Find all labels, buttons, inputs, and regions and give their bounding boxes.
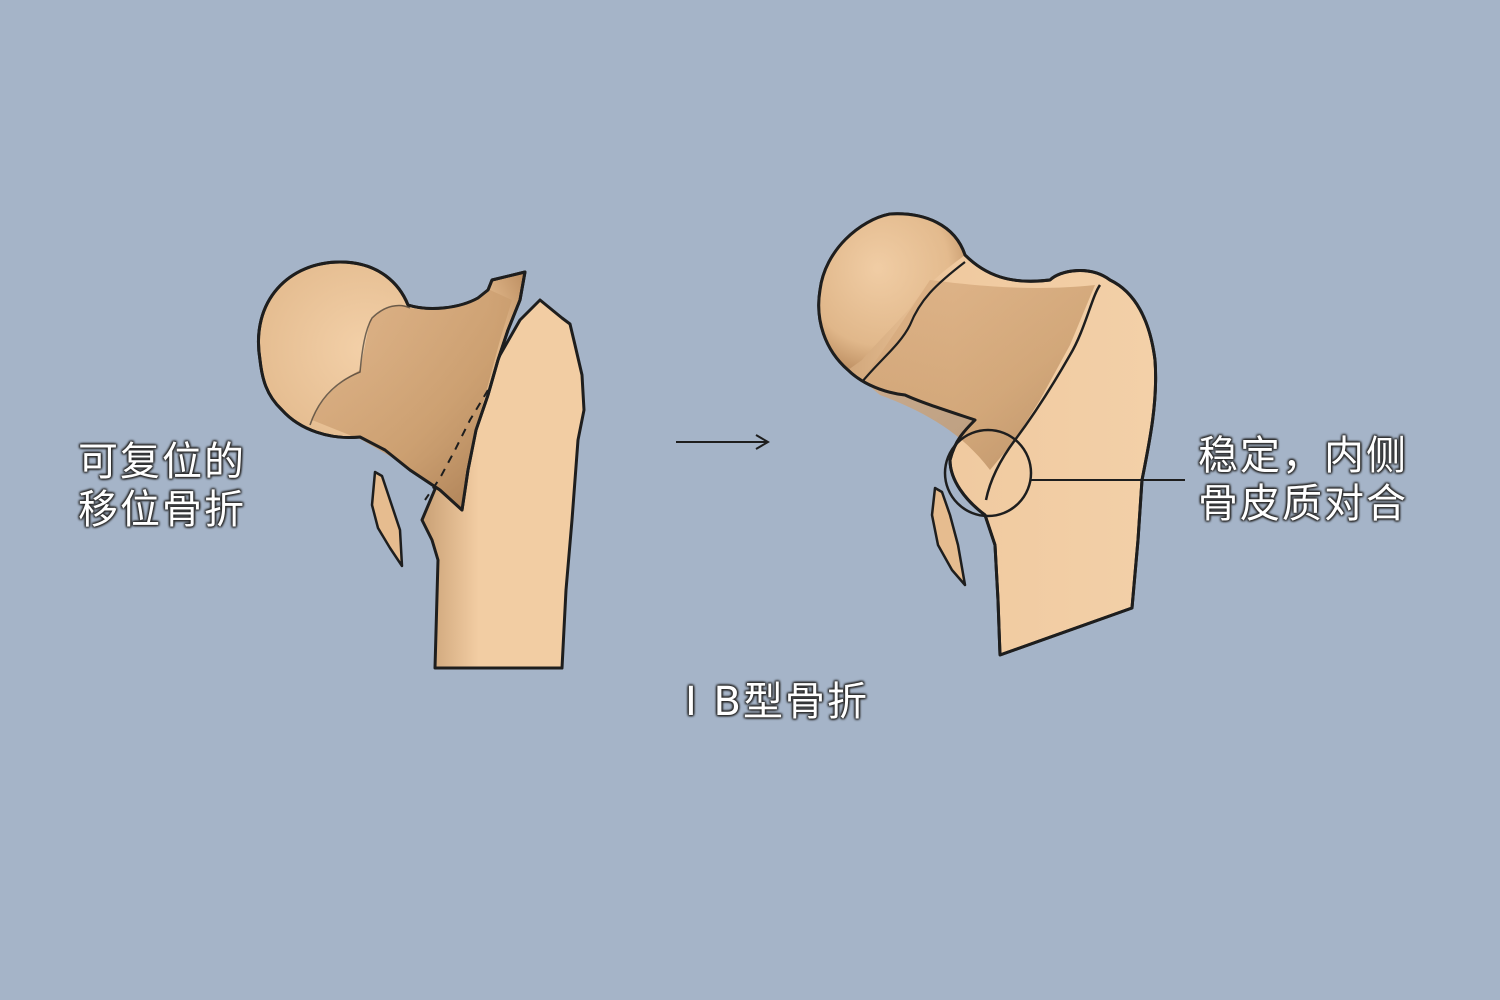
- left-label-line2: 移位骨折: [78, 487, 246, 533]
- right-label-line1: 稳定，内侧: [1198, 433, 1408, 479]
- left-head-neck-line: [309, 304, 411, 426]
- left-neck-shading: [312, 290, 512, 508]
- transition-arrow: [676, 434, 770, 450]
- left-femur: [257, 260, 586, 670]
- right-bone-chip: [930, 486, 967, 587]
- right-head-neck-line: [861, 261, 966, 383]
- diagram-caption: I B型骨折: [685, 679, 869, 725]
- left-shaft-fragment: [420, 298, 586, 670]
- right-head-shading: [818, 213, 965, 370]
- left-dashed-fracture-line: [424, 389, 489, 501]
- medial-cortex-circle: [943, 428, 1033, 518]
- right-fracture-line: [984, 284, 1102, 501]
- right-label: 稳定，内侧 骨皮质对合: [1198, 432, 1408, 528]
- left-label: 可复位的 移位骨折: [78, 438, 246, 534]
- right-femur-outline: [817, 212, 1158, 657]
- right-femur: [817, 212, 1185, 657]
- right-label-line2: 骨皮质对合: [1198, 481, 1408, 527]
- left-bone-chip: [370, 470, 404, 568]
- left-label-line1: 可复位的: [78, 439, 246, 485]
- left-head-outline: [257, 260, 527, 512]
- right-neck-shading: [862, 280, 1095, 470]
